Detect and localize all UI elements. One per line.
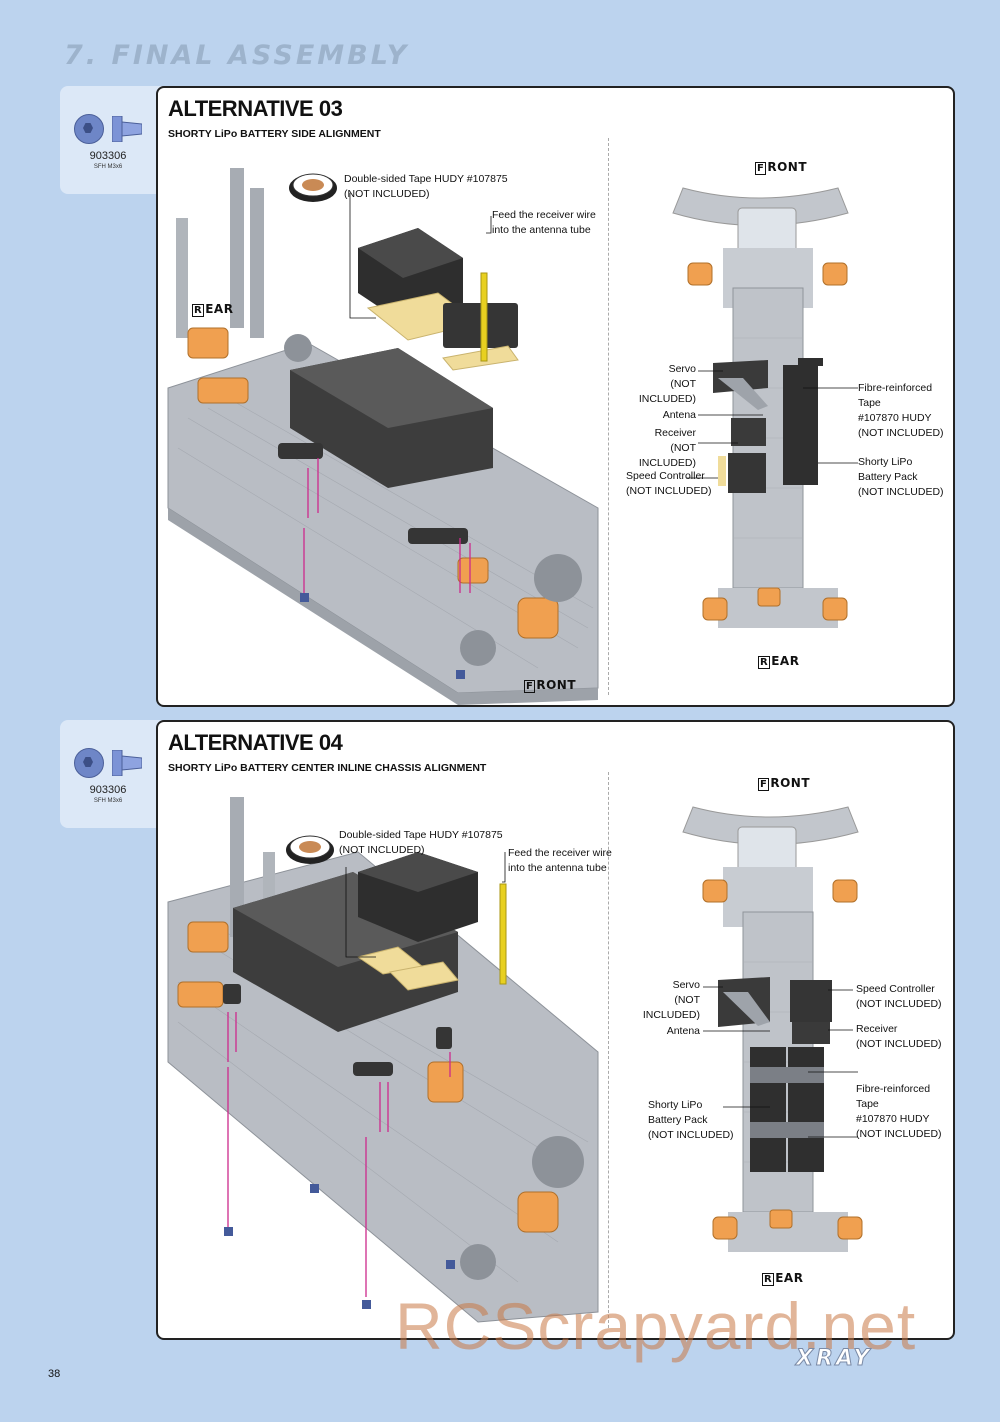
alternative-04-panel: ALTERNATIVE 04 SHORTY LiPo BATTERY CENTE… [156,720,955,1340]
screw-icon [112,116,142,142]
iso-assembly-illustration [167,797,599,1323]
fibre-tape-label: Fibre-reinforced Tape#107870 HUDY(NOT IN… [856,1083,942,1140]
washer-icon [74,114,104,144]
page-number: 38 [48,1368,61,1380]
panel-divider [608,138,609,695]
part-number: 903306 [89,150,127,162]
receiver-label: Receiver(NOT INCLUDED) [638,427,696,469]
brand-logo: XRAY [795,1346,873,1372]
tape-label: Double-sided Tape HUDY #107875 (NOT INCL… [339,829,503,856]
section-title: 7. FINAL ASSEMBLY [64,40,410,71]
washer-icon [74,748,104,778]
servo-label: Servo(NOT INCLUDED) [642,979,700,1021]
speed-controller-label: Speed Controller(NOT INCLUDED) [856,983,942,1010]
wire-label: Feed the receiver wire into the antenna … [508,847,612,874]
receiver-label: Receiver(NOT INCLUDED) [856,1023,942,1050]
speed-controller-label: Speed Controller(NOT INCLUDED) [626,470,712,497]
top-view-illustration [682,806,863,1252]
top-view-illustration [672,187,858,628]
part-tab: 903306 SFH M3x6 [60,86,170,194]
iso-assembly-illustration [167,168,599,705]
antena-label: Antena [662,409,696,421]
alternative-03-panel: ALTERNATIVE 03 SHORTY LiPo BATTERY SIDE … [156,86,955,707]
part-number: 903306 [89,784,127,796]
panel-divider [608,772,609,1328]
panel-subtitle: SHORTY LiPo BATTERY SIDE ALIGNMENT [168,128,381,140]
fibre-tape-label: Fibre-reinforced Tape#107870 HUDY(NOT IN… [858,382,944,439]
wire-label: Feed the receiver wire into the antenna … [492,209,596,236]
servo-label: Servo(NOT INCLUDED) [638,363,696,405]
part-tab: 903306 SFH M3x6 [60,720,170,828]
screw-icon [112,750,142,776]
antena-label: Antena [666,1025,700,1037]
panel-subtitle: SHORTY LiPo BATTERY CENTER INLINE CHASSI… [168,762,487,774]
panel-title: ALTERNATIVE 03 [168,96,343,121]
part-spec: SFH M3x6 [93,164,123,170]
tape-label: Double-sided Tape HUDY #107875 (NOT INCL… [344,173,508,200]
panel-title: ALTERNATIVE 04 [168,730,343,755]
watermark: RCScrapyard.net [395,1289,917,1363]
part-spec: SFH M3x6 [93,798,123,804]
